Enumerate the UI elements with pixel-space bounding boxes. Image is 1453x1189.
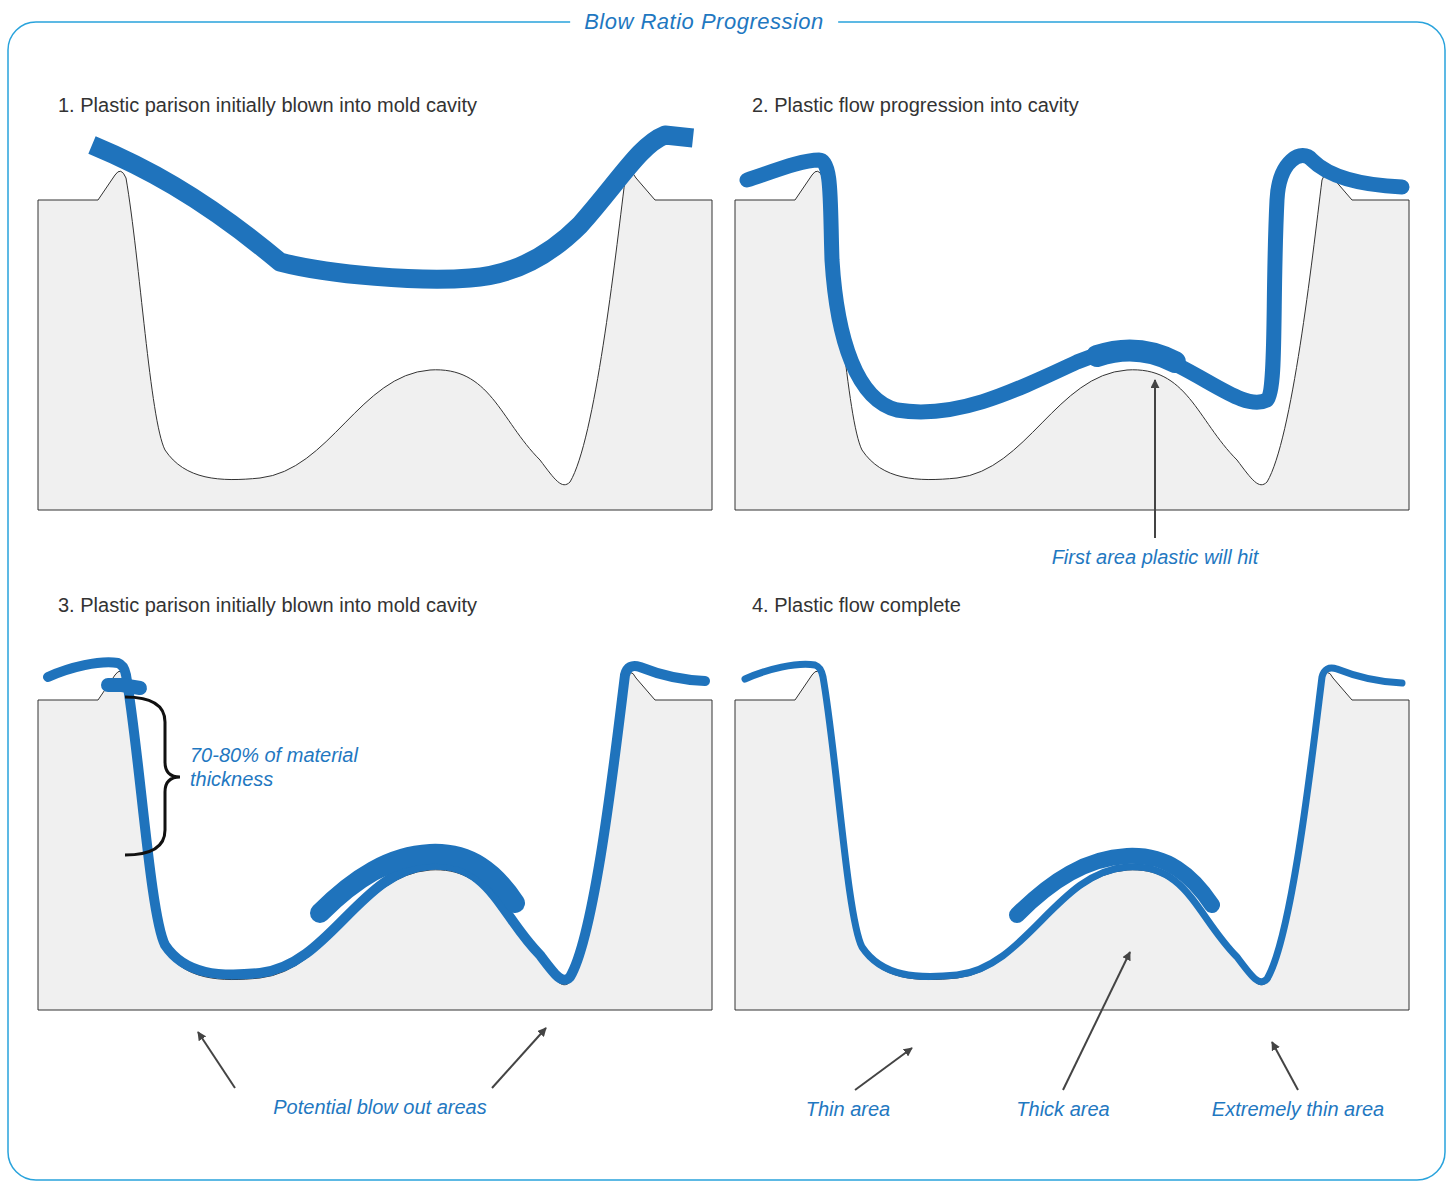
panel-2 xyxy=(735,156,1409,510)
panel-3 xyxy=(38,662,712,1010)
leader-arrow xyxy=(1272,1042,1298,1090)
callout-label: Thin area xyxy=(806,1097,891,1121)
callout-label: First area plastic will hit xyxy=(1052,545,1259,569)
leader-arrow xyxy=(855,1048,912,1090)
diagram-title: Blow Ratio Progression xyxy=(570,9,838,35)
leader-arrow xyxy=(1154,380,1156,538)
panel-4 xyxy=(735,664,1409,1010)
leader-arrow xyxy=(492,1028,546,1088)
panel-caption: 4. Plastic flow complete xyxy=(752,593,961,617)
frame xyxy=(8,22,1445,1180)
parison xyxy=(92,135,693,279)
panel-caption: 1. Plastic parison initially blown into … xyxy=(58,93,477,117)
callout-label: Extremely thin area xyxy=(1212,1097,1384,1121)
panel-caption: 3. Plastic parison initially blown into … xyxy=(58,593,477,617)
bracket xyxy=(125,697,180,855)
panel-caption: 2. Plastic flow progression into cavity xyxy=(752,93,1079,117)
panel-1 xyxy=(38,135,712,510)
parison xyxy=(747,156,1402,412)
callout-label: Potential blow out areas xyxy=(273,1095,486,1119)
leader-arrow xyxy=(1063,952,1130,1090)
leader-arrow xyxy=(198,1032,235,1088)
callout-label: Thick area xyxy=(1016,1097,1109,1121)
callout-label: 70-80% of material thickness xyxy=(190,743,380,791)
